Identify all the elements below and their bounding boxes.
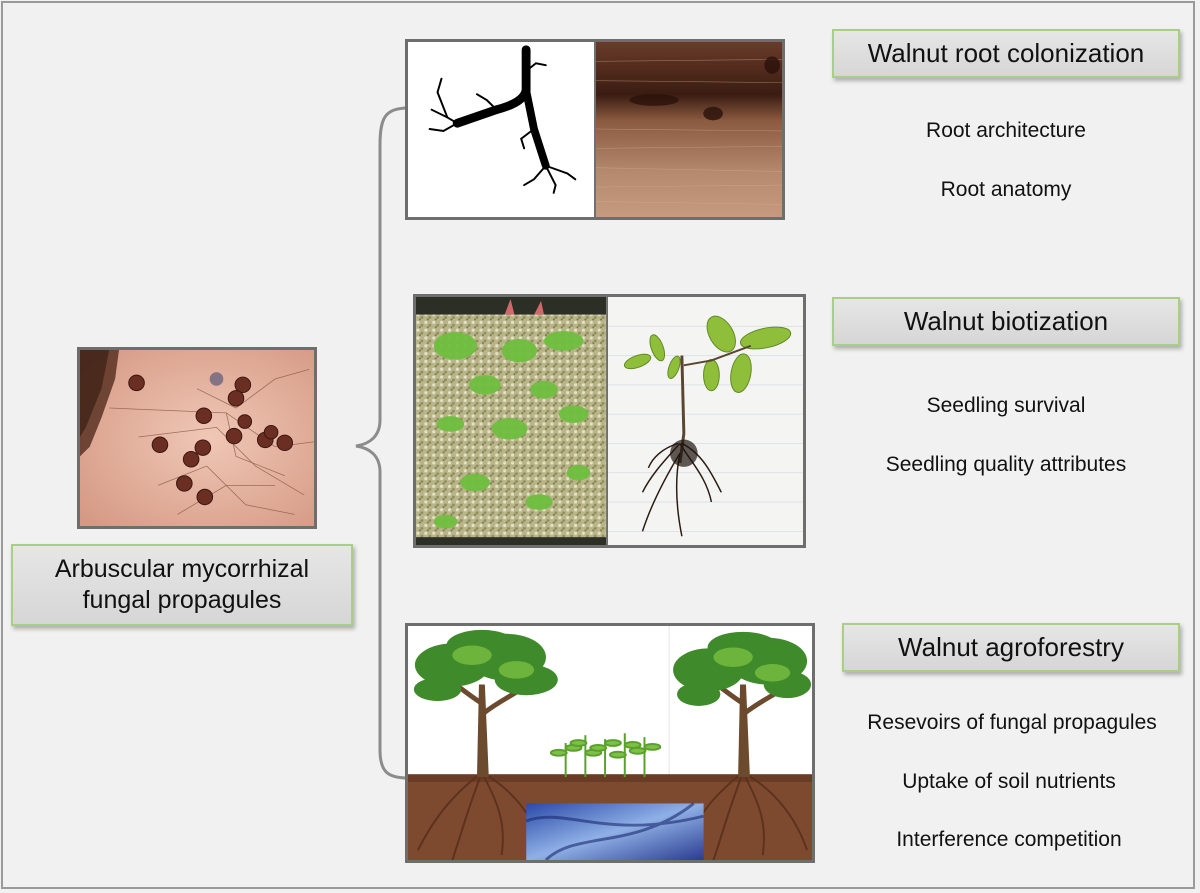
seedling-icon [623,315,792,537]
spores-micrograph [77,347,317,529]
item-root-anatomy: Root anatomy [940,178,1072,201]
tree-icon [413,629,558,778]
agroforestry-panel [405,623,815,863]
crop-icon [549,733,662,778]
item-seedling-quality: Seedling quality attributes [885,453,1127,476]
item-interference-competition: Interference competition [896,828,1122,851]
item-root-architecture: Root architecture [926,119,1086,142]
branch-title-root-colonization: Walnut root colonization [832,29,1180,78]
item-uptake-nutrients: Uptake of soil nutrients [902,770,1116,793]
branch-title-agroforestry: Walnut agroforestry [842,623,1180,672]
tree-icon-right [673,631,812,778]
biotization-panel [413,294,806,548]
branch-title-biotization: Walnut biotization [832,297,1180,346]
item-seedling-survival: Seedling survival [926,394,1086,417]
source-label: Arbuscular mycorrhizal fungal propagules [11,544,353,626]
root-colonization-panel [405,39,785,220]
root-architecture-icon [428,45,577,194]
item-reservoirs: Resevoirs of fungal propagules [867,711,1157,734]
